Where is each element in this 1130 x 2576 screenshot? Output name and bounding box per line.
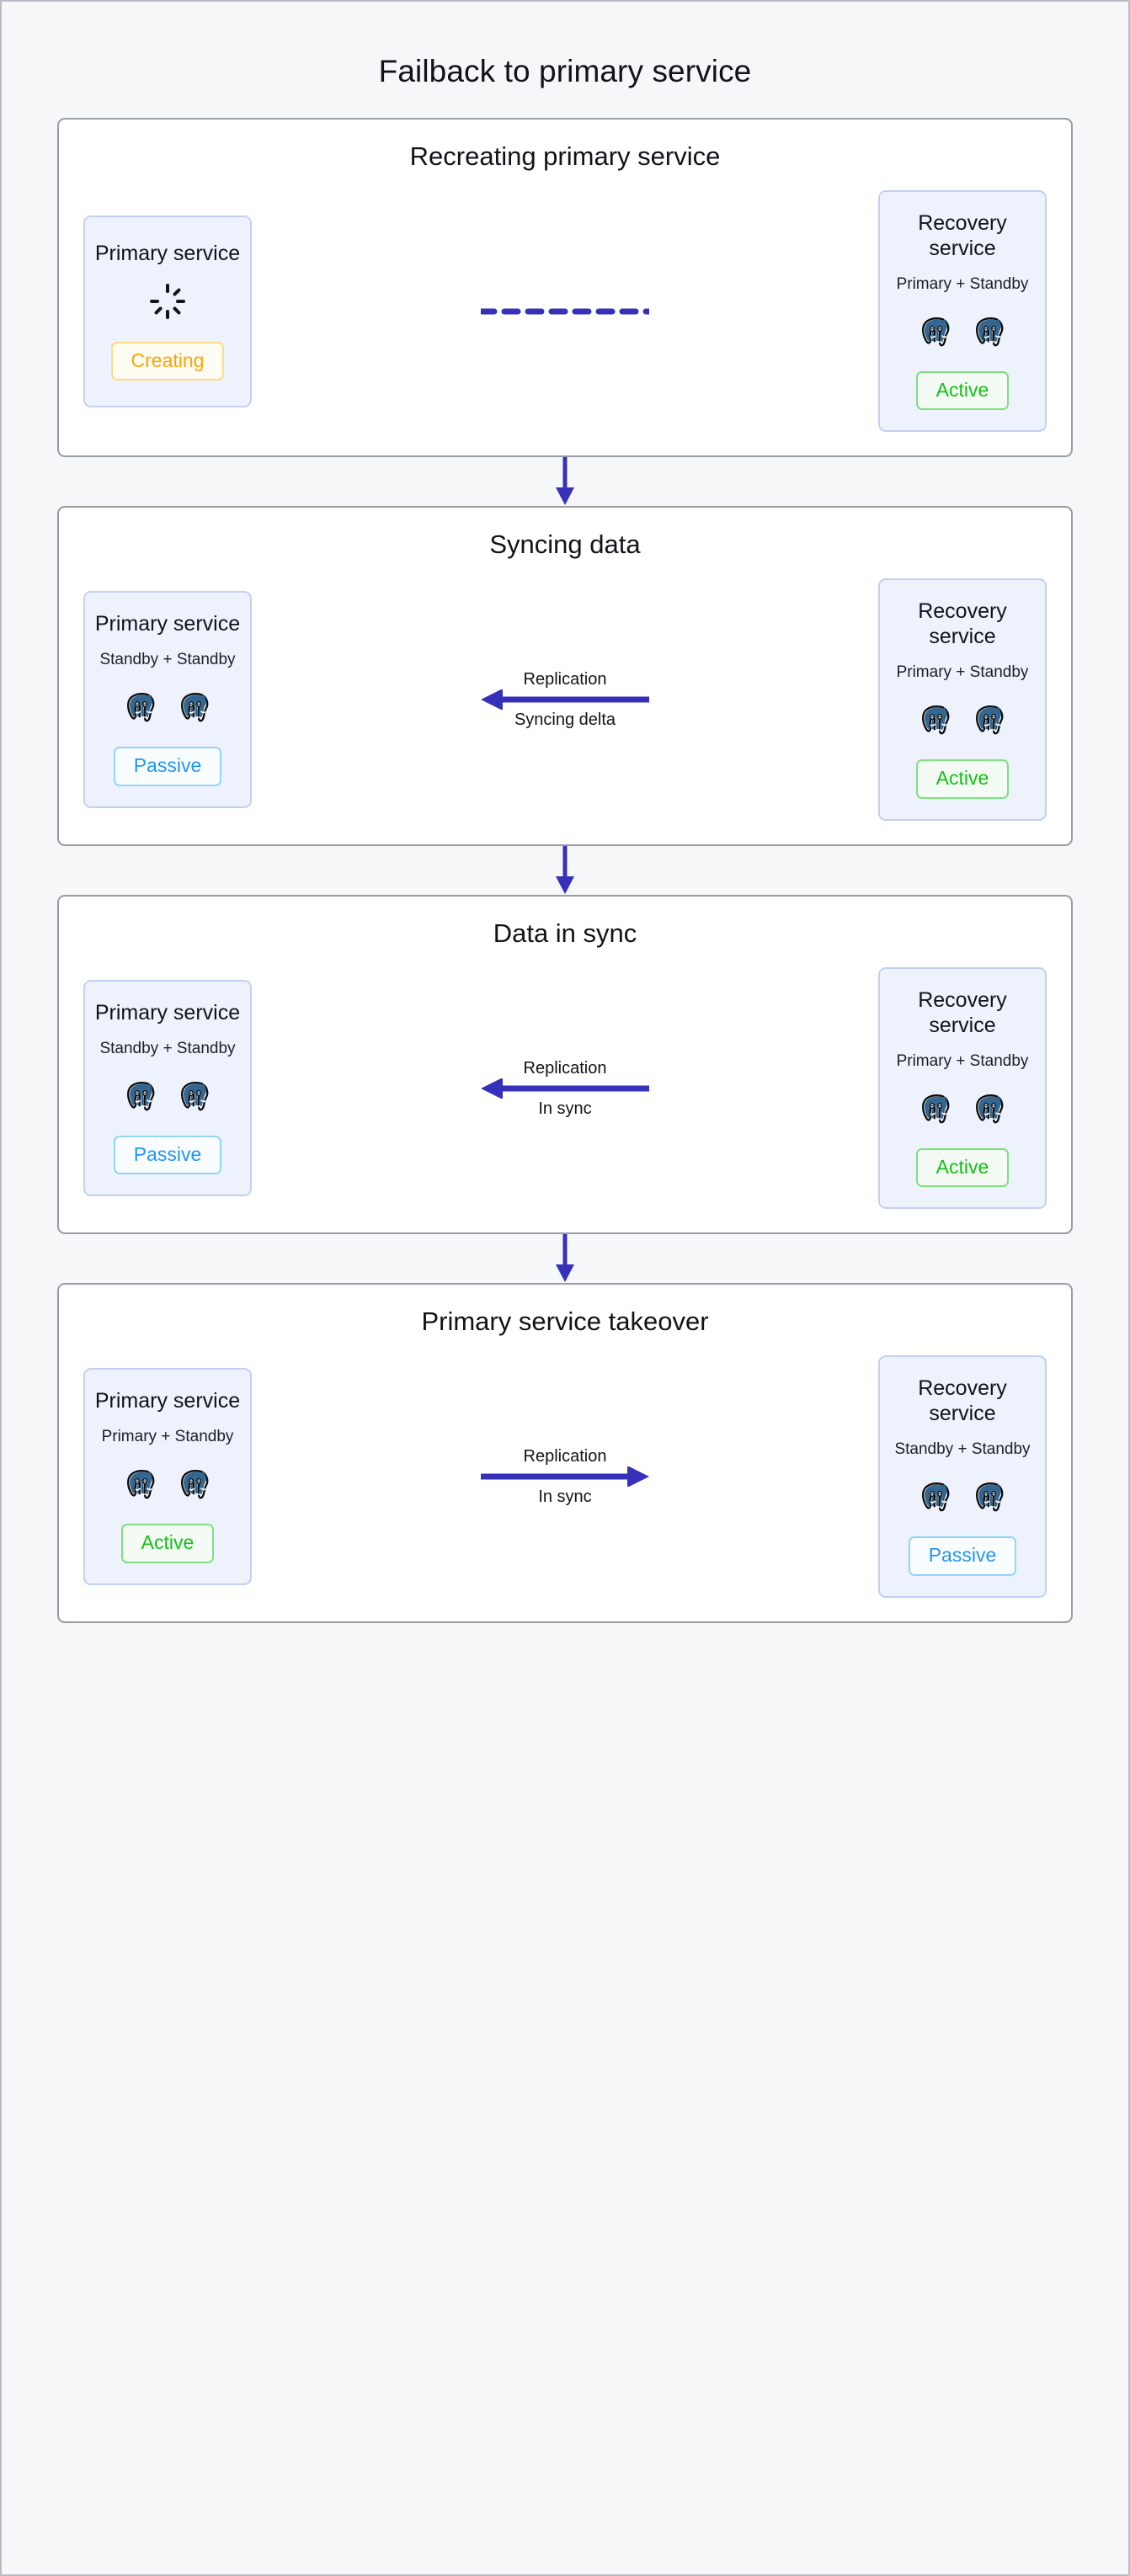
service-card-subtitle: Standby + Standby	[99, 1039, 236, 1057]
postgresql-elephant-icon	[922, 705, 950, 735]
stage-4: Primary service takeover Primary service…	[57, 1283, 1073, 1623]
stage-title: Syncing data	[489, 530, 641, 560]
postgresql-elephant-icon	[127, 693, 155, 722]
connector-label-top: Replication	[523, 1058, 607, 1078]
service-card-title: Primary service	[94, 1389, 241, 1413]
service-card-title: Primary service	[94, 612, 241, 636]
loading-spinner-icon	[149, 283, 186, 320]
stage-1: Recreating primary service Primary servi…	[57, 118, 1073, 458]
connector-label-top: Replication	[523, 670, 607, 689]
service-node-group	[122, 688, 213, 725]
down-arrow-icon	[556, 845, 574, 894]
stage-list: Recreating primary service Primary servi…	[57, 89, 1073, 1623]
postgresql-elephant-icon	[976, 1482, 1004, 1512]
postgresql-elephant-icon	[922, 1482, 950, 1512]
service-node-group	[122, 1465, 213, 1502]
service-card-title: Recovery service	[918, 1376, 1007, 1426]
step-arrow	[57, 845, 1073, 895]
replication-connector: Replication In sync	[252, 1058, 878, 1119]
service-card-title: Primary service	[94, 1000, 241, 1025]
connector-label-bottom: In sync	[538, 1488, 592, 1507]
status-badge[interactable]: Passive	[113, 1135, 222, 1175]
replication-arrow-left-icon	[481, 1078, 649, 1099]
postgresql-elephant-icon	[976, 705, 1004, 735]
down-arrow-icon	[556, 457, 574, 506]
service-card-title: Recovery service	[918, 987, 1007, 1037]
service-card-subtitle: Standby + Standby	[99, 651, 236, 669]
service-node-group	[122, 1077, 213, 1114]
replication-connector: Replication Syncing delta	[252, 669, 878, 730]
postgresql-elephant-icon	[922, 1094, 950, 1124]
status-badge[interactable]: Active	[915, 371, 1010, 411]
postgresql-elephant-icon	[976, 1094, 1004, 1124]
postgresql-elephant-icon	[127, 1470, 155, 1499]
status-badge[interactable]: Creating	[110, 341, 225, 381]
postgresql-elephant-icon	[976, 317, 1004, 347]
postgresql-elephant-icon	[181, 1081, 209, 1111]
status-badge[interactable]: Passive	[113, 747, 222, 786]
page-title: Failback to primary service	[378, 54, 752, 88]
service-node-group	[917, 312, 1008, 349]
replication-connector	[252, 291, 878, 332]
service-node-group	[917, 1089, 1008, 1126]
service-card-subtitle: Primary + Standby	[101, 1428, 234, 1446]
connector-label-top: Replication	[523, 1447, 607, 1466]
connector-label-bottom: Syncing delta	[514, 711, 616, 730]
service-card-subtitle: Primary + Standby	[896, 663, 1029, 682]
service-card-title: Recovery service	[918, 599, 1007, 649]
replication-arrow-right-icon	[481, 1466, 649, 1488]
service-card-subtitle: Primary + Standby	[896, 275, 1029, 293]
service-card-subtitle: Primary + Standby	[896, 1051, 1029, 1070]
service-node-group	[917, 1477, 1008, 1514]
service-card-title: Recovery service	[918, 211, 1007, 260]
postgresql-elephant-icon	[922, 317, 950, 347]
status-badge[interactable]: Passive	[908, 1536, 1017, 1576]
postgresql-elephant-icon	[181, 693, 209, 722]
postgresql-elephant-icon	[181, 1470, 209, 1499]
stage-title: Recreating primary service	[409, 141, 721, 171]
down-arrow-icon	[556, 1234, 574, 1283]
replication-dashed-line-icon	[481, 308, 649, 315]
postgresql-elephant-icon	[127, 1081, 155, 1111]
status-badge[interactable]: Active	[915, 1147, 1010, 1188]
stage-title: Data in sync	[493, 918, 637, 948]
step-arrow	[57, 457, 1073, 506]
service-node-group	[917, 700, 1008, 737]
step-arrow	[57, 1234, 1073, 1283]
replication-arrow-left-icon	[481, 689, 649, 711]
connector-label-bottom: In sync	[538, 1099, 592, 1118]
stage-title: Primary service takeover	[421, 1307, 709, 1337]
service-card-subtitle: Standby + Standby	[894, 1440, 1031, 1459]
status-badge[interactable]: Active	[120, 1524, 215, 1563]
status-badge[interactable]: Active	[915, 759, 1010, 799]
replication-connector: Replication In sync	[252, 1446, 878, 1507]
service-card-title: Primary service	[94, 241, 241, 265]
